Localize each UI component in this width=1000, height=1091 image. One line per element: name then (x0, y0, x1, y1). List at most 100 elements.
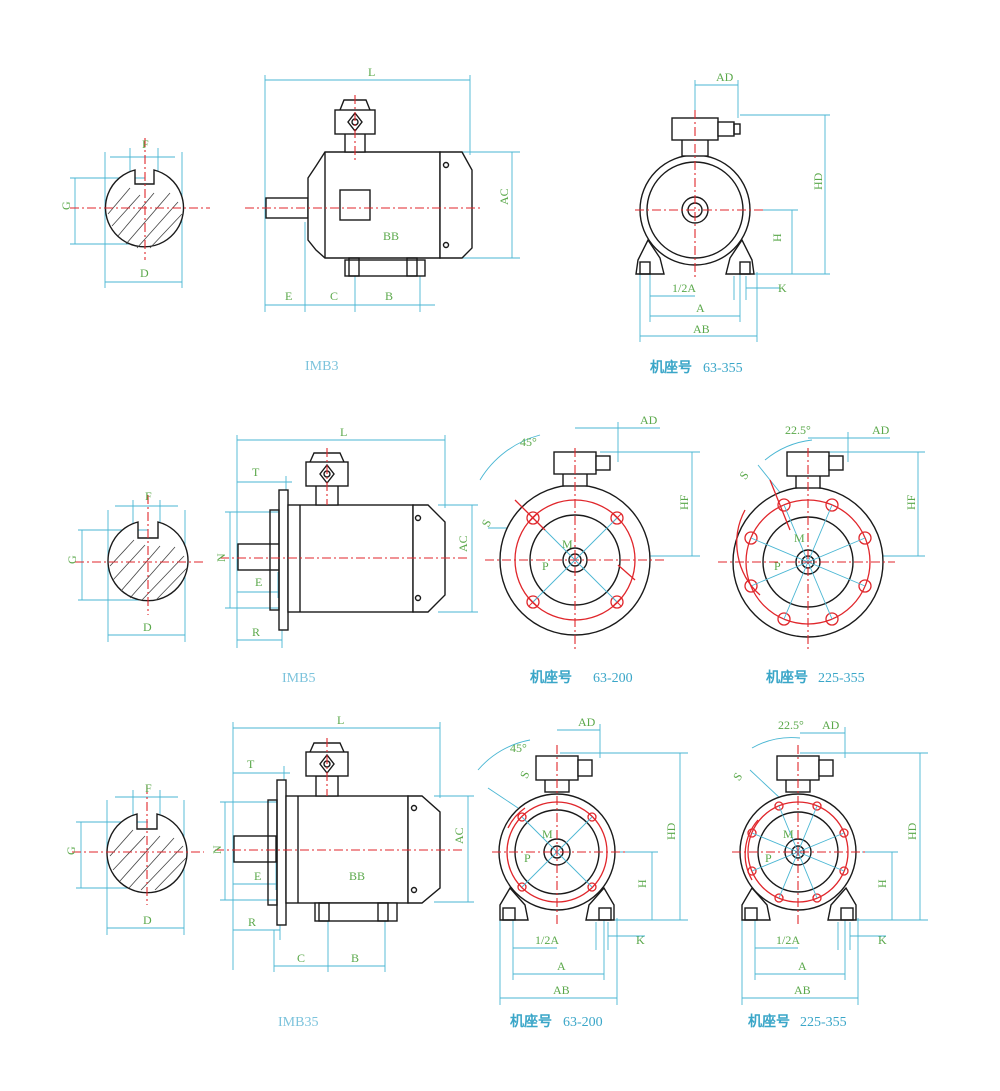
dim-n-imb35: N (210, 845, 224, 854)
dim-a-imb3: A (696, 301, 705, 315)
dim-c-imb35: C (297, 951, 305, 965)
dim-a-imb35b: A (798, 959, 807, 973)
frame-label: 机座号 (530, 669, 572, 686)
dim-m-imb35b: M (783, 827, 794, 841)
caption-imb3: IMB3 (305, 359, 338, 374)
dim-halfa-imb35a: 1/2A (535, 933, 559, 947)
caption-imb5: IMB5 (282, 671, 315, 686)
dim-h-imb3: H (770, 233, 784, 242)
shaft-section-imb3: F G D (59, 137, 210, 288)
flange-view-imb5-63-200: AD 45° S HF M P (479, 413, 700, 650)
frame-range: 63-200 (593, 671, 633, 686)
dim-m-imb5a: M (562, 537, 573, 551)
frame-label: 机座号 (748, 1013, 790, 1030)
frame-range: 225-355 (800, 1015, 847, 1030)
dim-l: L (368, 65, 375, 79)
frame-label: 机座号 (766, 669, 808, 686)
dim-hf-imb5a: HF (677, 494, 691, 510)
dim-halfa-imb35b: 1/2A (776, 933, 800, 947)
frame-label: 机座号 (650, 359, 692, 376)
caption-frame-imb35a: 机座号 63-200 (510, 1013, 603, 1030)
dim-ac-imb5: AC (456, 535, 470, 552)
dim-45-imb35a: 45° (510, 741, 527, 755)
dim-l-imb5: L (340, 425, 347, 439)
frame-range: 63-200 (563, 1015, 603, 1030)
frame-label: 机座号 (510, 1013, 552, 1030)
shaft-section-imb5: F G D (65, 489, 205, 642)
dim-m-imb35a: M (542, 827, 553, 841)
dim-p-imb35b: P (765, 851, 772, 865)
dim-ab-imb35b: AB (794, 983, 811, 997)
end-view-imb3-foot: AD HD H 1/2A K A AB (635, 70, 830, 342)
dim-g-imb5: G (65, 555, 79, 564)
dim-r-imb35: R (248, 915, 256, 929)
foot-flange-view-imb35-225-355: AD 22.5° S HD H M P 1/2A K A AB (730, 718, 928, 1005)
dim-t-imb35: T (247, 757, 255, 771)
dim-d-imb35: D (143, 913, 152, 927)
dim-hd-imb35a: HD (664, 822, 678, 840)
dim-hf-imb5b: HF (904, 494, 918, 510)
dim-ab-imb35a: AB (553, 983, 570, 997)
dim-f-imb5: F (145, 489, 152, 503)
dim-ac-imb35: AC (452, 827, 466, 844)
dim-k-imb3: K (778, 281, 787, 295)
dim-s-imb35b: S (730, 770, 745, 784)
flange-view-imb5-225-355: AD 22.5° S HF M P (718, 423, 925, 650)
dim-ad-imb3: AD (716, 70, 734, 84)
dim-e-imb5: E (255, 575, 262, 589)
side-view-imb5: L T N E R AC (214, 425, 478, 648)
dim-ad-imb35a: AD (578, 715, 596, 729)
dim-ad-imb5a: AD (640, 413, 658, 427)
dim-f-imb35: F (145, 781, 152, 795)
dim-k-imb35a: K (636, 933, 645, 947)
dim-d: D (140, 266, 149, 280)
dim-c: C (330, 289, 338, 303)
dim-g-imb35: G (64, 846, 78, 855)
dim-l-imb35: L (337, 713, 344, 727)
caption-frame-imb35b: 机座号 225-355 (748, 1013, 847, 1030)
dim-bb: BB (383, 229, 399, 243)
caption-frame-imb3: 机座号 63-355 (650, 359, 743, 376)
shaft-section-imb35: F G D (64, 781, 204, 935)
caption-imb35: IMB35 (278, 1015, 318, 1030)
dim-g: G (59, 201, 73, 210)
dim-s-imb5a: S (479, 517, 495, 529)
dim-p-imb35a: P (524, 851, 531, 865)
dim-m-imb5b: M (794, 531, 805, 545)
dim-h-imb35b: H (875, 879, 889, 888)
dim-s-imb35a: S (517, 769, 533, 781)
dim-n-imb5: N (214, 553, 228, 562)
dim-h-imb35a: H (635, 879, 649, 888)
side-view-imb3: L BB E C B AC (245, 65, 520, 312)
dim-e-imb35: E (254, 869, 261, 883)
caption-frame-imb5b: 机座号 225-355 (766, 669, 865, 686)
dim-t-imb5: T (252, 465, 260, 479)
foot-flange-view-imb35-63-200: AD 45° S HD H M P 1/2A K A AB (477, 715, 688, 1005)
dim-ab-imb3: AB (693, 322, 710, 336)
dim-r-imb5: R (252, 625, 260, 639)
dim-k-imb35b: K (878, 933, 887, 947)
dim-hd-imb3: HD (811, 172, 825, 190)
dim-hd-imb35b: HD (905, 822, 919, 840)
dim-22-imb5b: 22.5° (785, 423, 811, 437)
side-view-imb35: L T N E R BB C B AC (210, 713, 474, 972)
dim-e: E (285, 289, 292, 303)
dim-ac: AC (497, 188, 511, 205)
dim-22-imb35b: 22.5° (778, 718, 804, 732)
caption-frame-imb5a: 机座号 63-200 (530, 669, 633, 686)
dim-s-imb5b: S (736, 469, 751, 483)
dim-ad-imb5b: AD (872, 423, 890, 437)
dim-d-imb5: D (143, 620, 152, 634)
dim-ad-imb35b: AD (822, 718, 840, 732)
dim-bb-imb35: BB (349, 869, 365, 883)
frame-range: 225-355 (818, 671, 865, 686)
dim-b-imb35: B (351, 951, 359, 965)
dim-a-imb35a: A (557, 959, 566, 973)
dim-45-imb5a: 45° (520, 435, 537, 449)
dim-f: F (142, 137, 149, 151)
frame-range: 63-355 (703, 361, 743, 376)
dim-p-imb5b: P (774, 559, 781, 573)
dim-p-imb5a: P (542, 559, 549, 573)
dim-b: B (385, 289, 393, 303)
